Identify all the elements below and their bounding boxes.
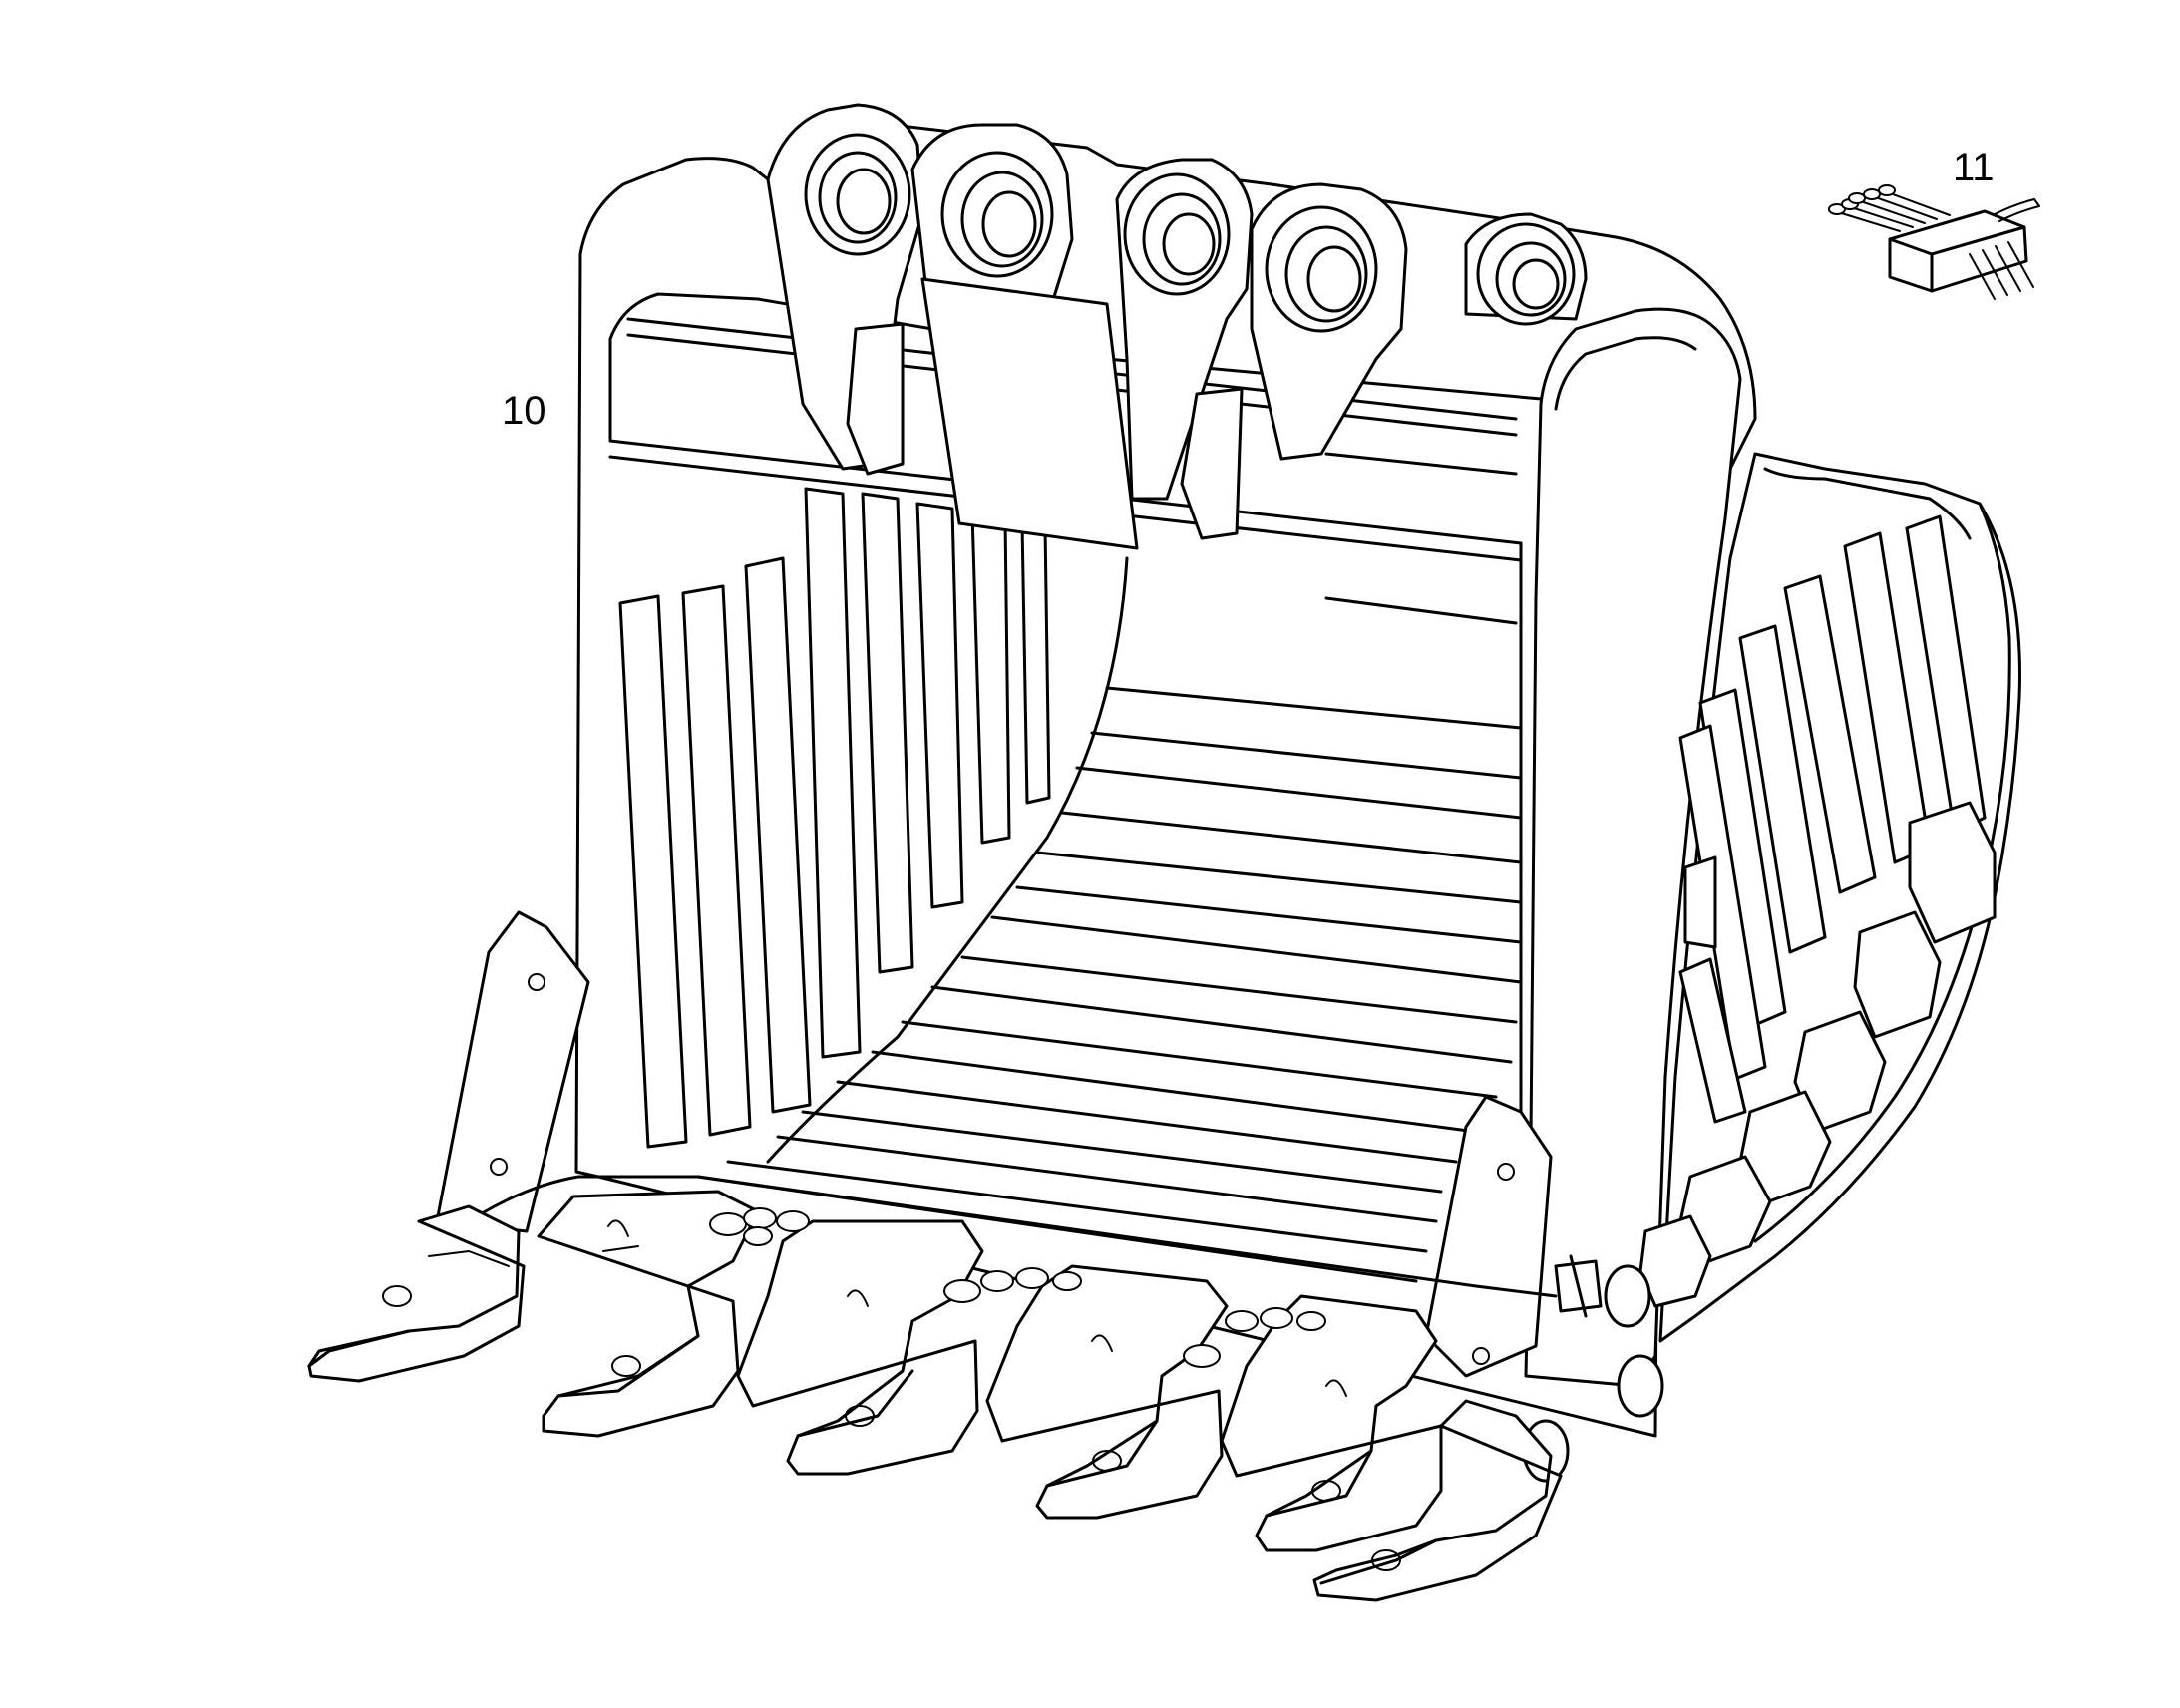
tooth-assembly-4: [985, 1264, 1229, 1520]
adapter-bolt-cluster-3: [1183, 1307, 1326, 1368]
right-side-pin-lower: [1617, 1354, 1664, 1418]
left-cutter-bolt-upper: [528, 973, 545, 991]
right-side-plate-inner: [1554, 336, 1697, 411]
side-bolt-rod: [1569, 1254, 1588, 1318]
tooth-assembly-2: [537, 1190, 760, 1438]
bucket-floor-curve: [766, 556, 1129, 1164]
left-cutter-bolt-lower: [490, 1158, 508, 1176]
right-side-plate: [1524, 307, 1742, 1388]
tooth-assembly-6: [1312, 1399, 1563, 1602]
center-cover-plate: [920, 277, 1139, 550]
tooth-assembly-3: [736, 1219, 984, 1476]
back-wall-rail-5: [1324, 452, 1518, 476]
adapter-bolt-cluster-2: [943, 1267, 1082, 1303]
left-lug-wedge: [846, 322, 905, 476]
lug-plate-3: [1115, 158, 1254, 501]
right-side-pin-upper: [1604, 1264, 1651, 1328]
right-lug-wedge: [1180, 387, 1244, 540]
floor-wear-strips: [696, 686, 1523, 1283]
callout-label-bucket: 10: [502, 389, 546, 433]
back-wall-rail-6: [1324, 596, 1518, 625]
lug-plate-5: [1464, 212, 1588, 326]
right-wear-blocks: [1638, 801, 1997, 1308]
lug-plate-2: [910, 123, 1074, 321]
tooth-assembly-5: [1220, 1294, 1443, 1552]
right-cutter-bolt-upper: [1497, 1163, 1515, 1181]
right-outer-shell-inner: [1763, 467, 1972, 540]
hydraulic-connector-block: [1828, 184, 2040, 300]
excavator-bucket: [307, 103, 2021, 1602]
adapter-bolt-cluster-1: [709, 1207, 810, 1246]
left-side-cutter: [435, 910, 590, 1233]
callout-label-connector-block: 11: [1953, 146, 1995, 189]
right-side-pin-bracket: [1554, 1259, 1603, 1313]
tooth-assembly-1: [307, 1204, 526, 1383]
lug-plate-4: [1250, 182, 1408, 461]
right-cutter-bolt-lower: [1472, 1347, 1490, 1365]
